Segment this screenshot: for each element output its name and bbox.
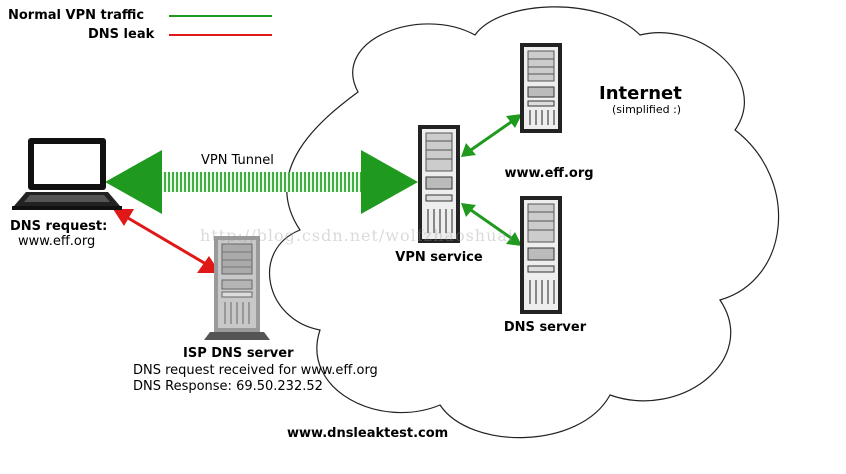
watermark-text: http://blog.csdn.net/wolfzhaoshuai	[200, 226, 515, 245]
tunnel-label: VPN Tunnel	[201, 153, 274, 168]
tunnel-right-arrowhead	[361, 150, 418, 214]
isp-request-line: DNS request received for www.eff.org	[133, 363, 378, 378]
server-icon	[204, 236, 270, 340]
laptop-dns-request-title: DNS request:	[10, 219, 108, 234]
legend-normal-label: Normal VPN traffic	[8, 8, 145, 23]
link-vpn-to-eff	[461, 114, 522, 157]
server-icon	[520, 196, 562, 314]
link-vpn-to-dns	[461, 203, 522, 246]
internet-subtitle: (simplified :)	[612, 103, 682, 116]
dns-server-label: DNS server	[503, 320, 587, 335]
internet-title: Internet	[599, 83, 682, 104]
tunnel-left-arrowhead	[105, 150, 162, 214]
footer-site: www.dnsleaktest.com	[287, 426, 449, 441]
vpn-service-label: VPN service	[395, 250, 483, 265]
eff-server-label: www.eff.org	[504, 166, 594, 181]
isp-response-line: DNS Response: 69.50.232.52	[133, 379, 323, 394]
laptop-dns-request-domain: www.eff.org	[18, 234, 96, 249]
laptop-icon	[12, 138, 122, 210]
vpn-tunnel	[105, 150, 418, 214]
server-icon	[520, 43, 562, 133]
server-icon	[418, 125, 460, 243]
legend-leak-label: DNS leak	[88, 27, 155, 42]
isp-dns-server-title: ISP DNS server	[183, 346, 294, 361]
